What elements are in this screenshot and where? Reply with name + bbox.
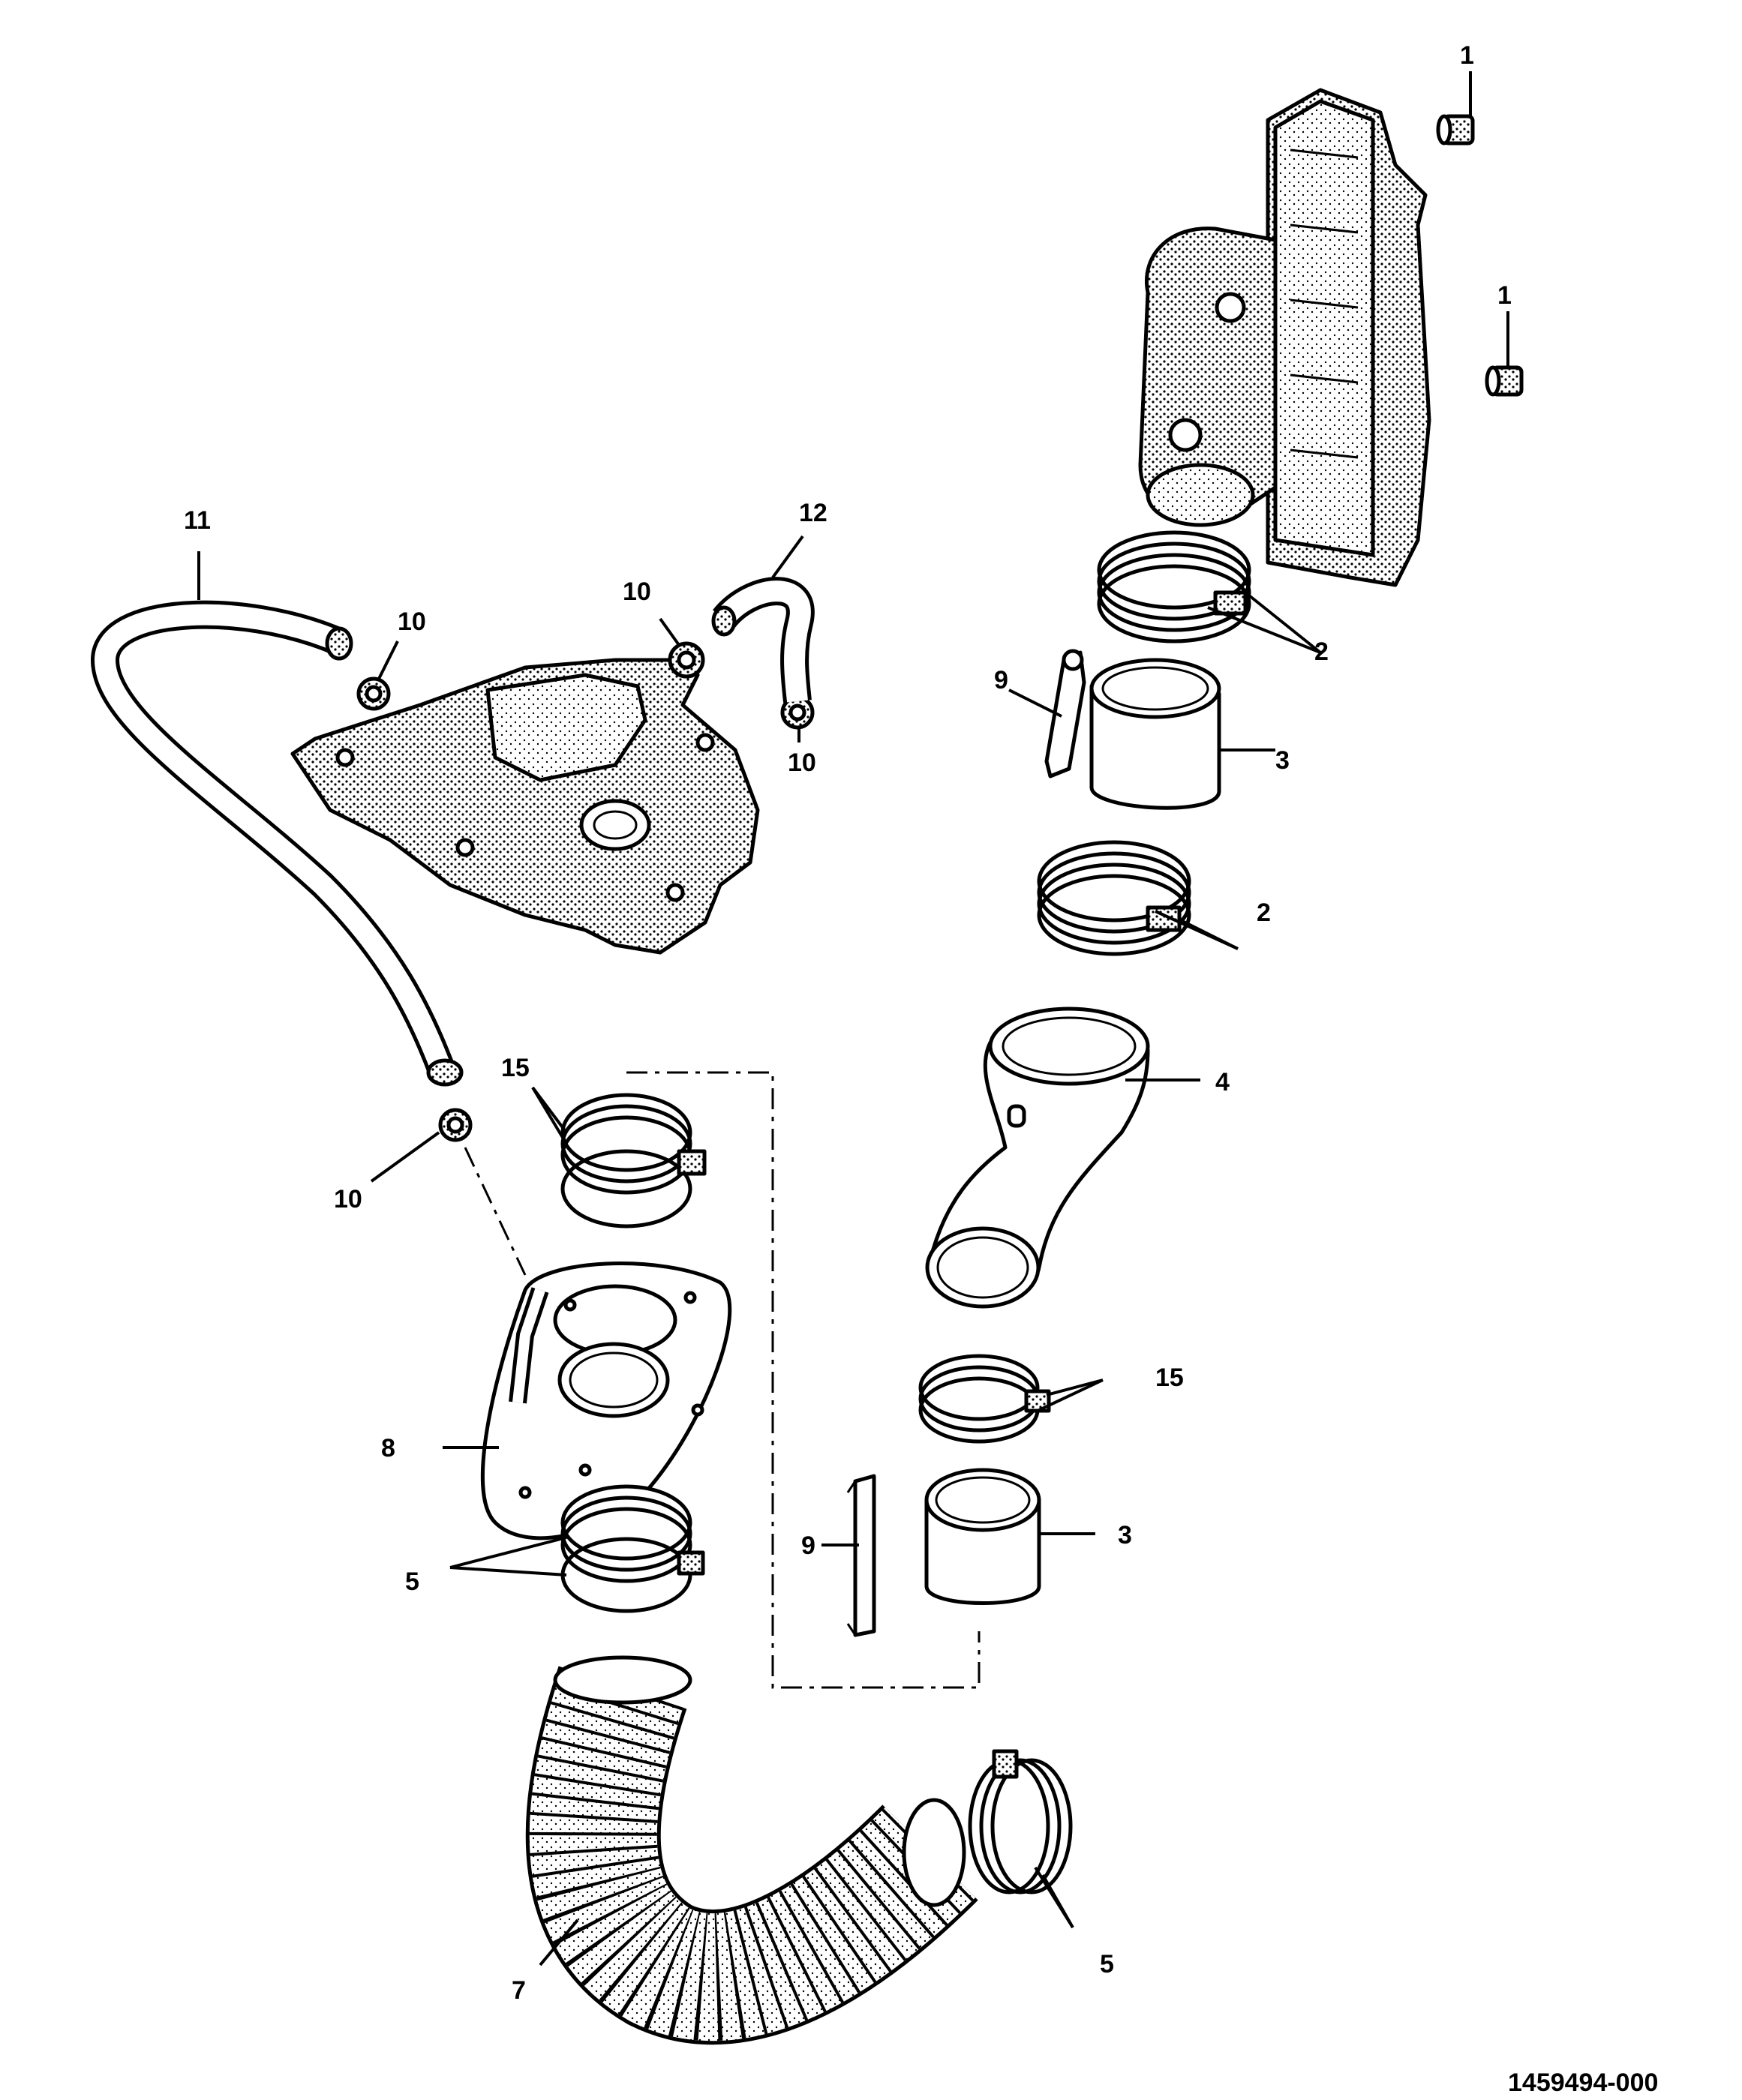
callout-10-c: 10 [788,748,816,777]
callout-labels: 1 1 2 2 3 3 4 5 5 7 8 9 9 10 10 10 10 11… [184,41,1512,2005]
callout-15-left: 15 [501,1054,530,1082]
hose-12 [711,577,815,703]
callout-7: 7 [512,1976,526,2005]
exhaust-sleeve-3-upper [1089,658,1221,810]
retainer-9-lower [846,1474,876,1637]
hose-clamps-15-left [560,1093,707,1228]
hose-11 [90,600,464,1087]
callout-10-a: 10 [398,608,426,636]
callout-12: 12 [799,499,827,527]
exhaust-sleeve-3-lower [924,1468,1041,1605]
exhaust-adaptor-plate [290,658,760,955]
hose-clamps-5-right [968,1749,1073,1894]
callout-9-upper: 9 [994,666,1008,694]
exhaust-bellows-7 [525,1655,978,2045]
callout-3-upper: 3 [1275,746,1290,775]
callout-2-middle: 2 [1257,898,1271,927]
clamp-10-d [438,1108,473,1142]
routing-line-clamp15-to-sleeve [626,1071,981,1689]
retainer-9-upper [1044,649,1086,778]
plug-1-upper [1436,114,1475,146]
hose-clamps-15-right [918,1354,1051,1444]
callout-1-lower: 1 [1497,281,1512,310]
callout-5-right: 5 [1100,1950,1114,1978]
document-number: 1459494-000 [1508,2068,1658,2097]
hose-clamps-2-upper [1097,530,1251,644]
hose-clamps-2-middle [1037,840,1191,956]
routing-line-clamp10-to-flange [464,1147,527,1276]
callout-8: 8 [381,1434,395,1462]
callout-4: 4 [1215,1068,1230,1096]
callout-10-b: 10 [623,578,651,606]
transom-flange-8 [481,1262,732,1540]
callout-5-left: 5 [405,1568,419,1596]
callout-10-d: 10 [334,1185,362,1214]
clamp-10-b [668,641,705,679]
clamp-10-c [780,695,815,730]
callout-3-lower: 3 [1118,1521,1132,1550]
leader-lines [197,71,1509,1966]
plug-1-lower [1485,365,1524,397]
hose-clamps-5-left [560,1484,705,1613]
exhaust-elbow-4 [925,1006,1150,1309]
callout-11: 11 [184,506,211,535]
callout-9-lower: 9 [801,1532,815,1560]
callout-1-upper: 1 [1460,41,1474,70]
callout-2-upper: 2 [1314,638,1329,666]
callout-15-right: 15 [1155,1364,1184,1392]
exhaust-manifold [1138,88,1431,587]
clamp-10-a [356,676,391,711]
